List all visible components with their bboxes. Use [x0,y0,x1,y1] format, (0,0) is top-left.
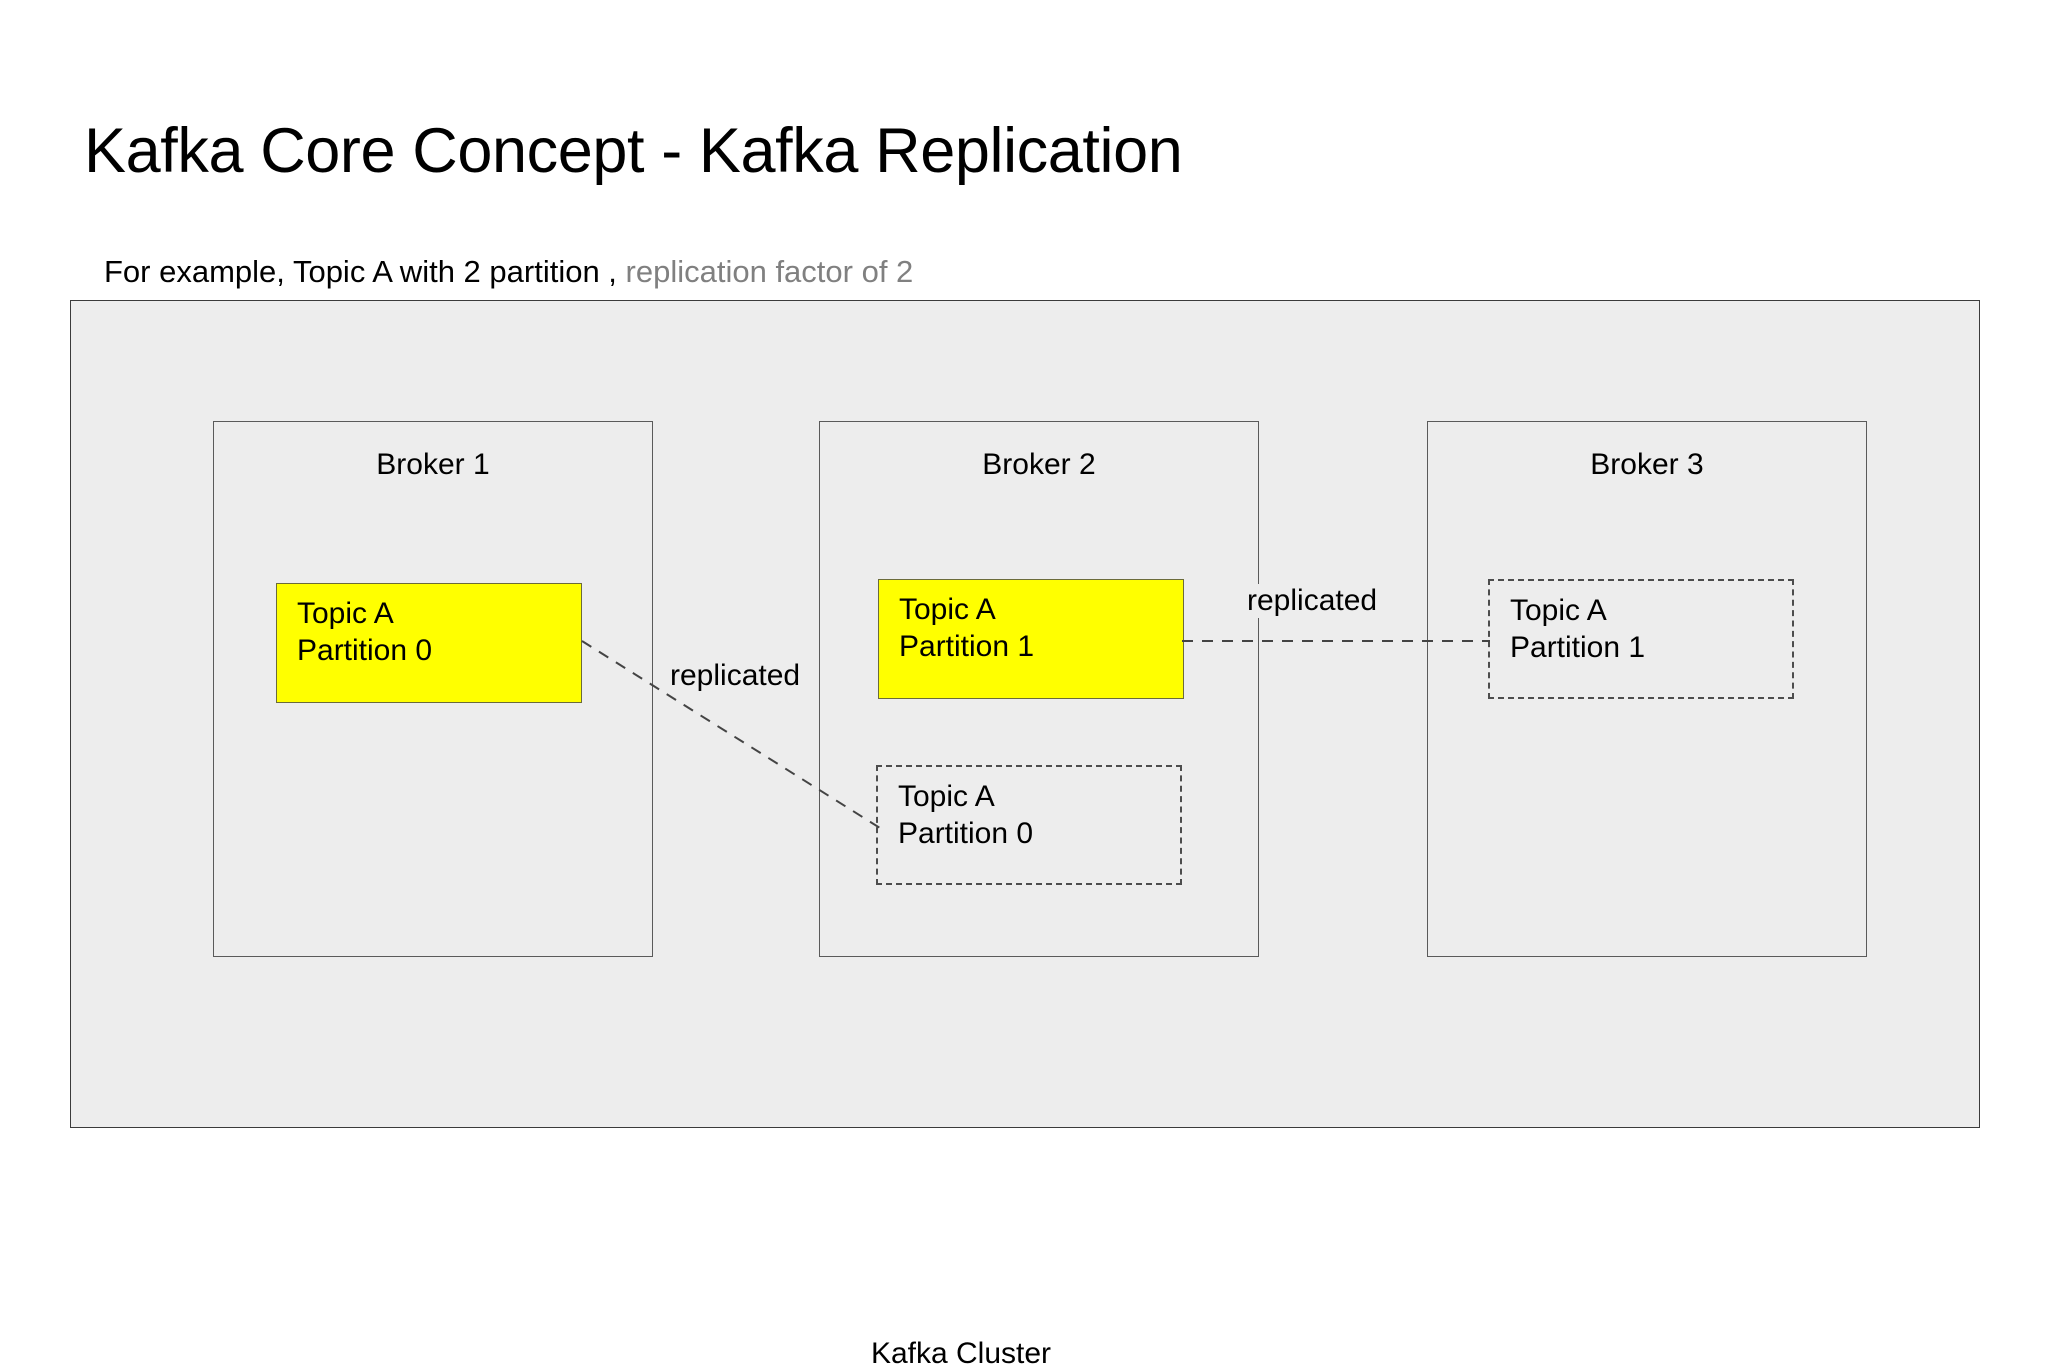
broker-label-1: Broker 1 [376,448,490,481]
broker3-partition-1-replica[interactable]: Topic A Partition 1 [1488,579,1794,699]
broker-box-1[interactable]: Broker 1 Topic A Partition 0 [213,421,653,957]
partition-index-label: Partition 1 [899,629,1035,663]
broker2-partition-1-leader[interactable]: Topic A Partition 1 [878,579,1184,699]
partition-index-label: Partition 0 [297,633,433,667]
replicated-label-partition0: replicated [666,659,805,693]
page-subtitle: For example, Topic A with 2 partition , … [104,254,913,290]
broker2-partition-0-replica[interactable]: Topic A Partition 0 [876,765,1182,885]
partition-topic-label: Topic A [899,593,996,626]
partition-topic-label: Topic A [297,597,394,630]
subtitle-muted-text: replication factor of 2 [625,254,914,289]
broker1-partition-0-leader[interactable]: Topic A Partition 0 [276,583,582,703]
cluster-label: Kafka Cluster [870,1337,1052,1370]
partition-index-label: Partition 0 [898,816,1034,850]
kafka-cluster-box: Broker 1 Topic A Partition 0 Broker 2 To… [70,300,1980,1370]
partition-topic-label: Topic A [898,780,995,813]
broker-box-2[interactable]: Broker 2 Topic A Partition 1 Topic A Par… [819,421,1259,957]
broker-box-3[interactable]: Broker 3 Topic A Partition 1 [1427,421,1867,957]
replicated-label-partition1: replicated [1243,584,1382,618]
page-title: Kafka Core Concept - Kafka Replication [84,116,1183,186]
broker-label-3: Broker 3 [1590,448,1704,481]
broker-label-2: Broker 2 [982,448,1096,481]
partition-index-label: Partition 1 [1510,630,1646,664]
partition-topic-label: Topic A [1510,594,1607,627]
slide-canvas: Kafka Core Concept - Kafka Replication F… [70,116,1980,1370]
subtitle-main-text: For example, Topic A with 2 partition , [104,254,626,289]
